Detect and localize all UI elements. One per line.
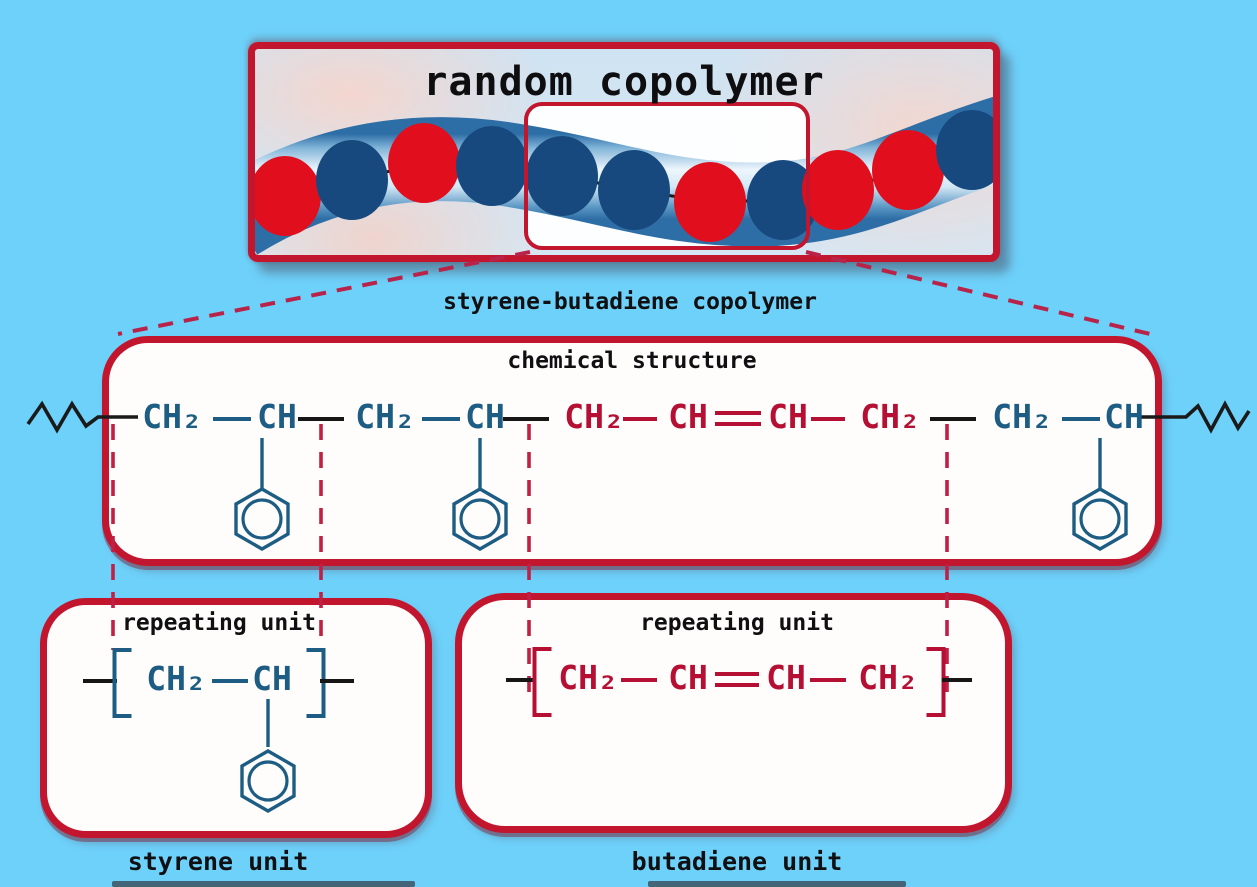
red-monomer-bead — [872, 130, 944, 210]
chemical-structure-title: chemical structure — [507, 348, 757, 374]
blue-monomer-bead — [747, 160, 819, 240]
styrene-unit-panel — [40, 598, 432, 838]
magnify-connector-right — [805, 250, 1151, 336]
repeating-unit-label-butadiene: repeating unit — [640, 610, 834, 636]
blue-monomer-bead — [316, 140, 388, 220]
highlight-window-border — [524, 102, 810, 250]
bead-chain — [255, 110, 993, 242]
bottom-edge-artifact-right — [648, 881, 906, 887]
red-monomer-bead — [388, 123, 460, 203]
blue-monomer-bead — [598, 150, 670, 230]
red-monomer-bead — [802, 150, 874, 230]
butadiene-unit-label: butadiene unit — [631, 847, 843, 876]
repeating-unit-label-styrene: repeating unit — [122, 610, 316, 636]
red-monomer-bead — [255, 156, 321, 236]
random-copolymer-panel: random copolymer — [248, 42, 1000, 262]
styrene-unit-label: styrene unit — [127, 847, 309, 876]
copolymer-label: styrene-butadiene copolymer — [443, 289, 817, 315]
blue-monomer-bead — [526, 136, 598, 216]
blue-monomer-bead — [456, 126, 528, 206]
blue-monomer-bead — [936, 110, 993, 190]
bottom-edge-artifact-left — [112, 881, 415, 887]
panel-title: random copolymer — [423, 59, 825, 105]
red-monomer-bead — [674, 162, 746, 242]
polymer-chain-graphic — [255, 96, 993, 255]
